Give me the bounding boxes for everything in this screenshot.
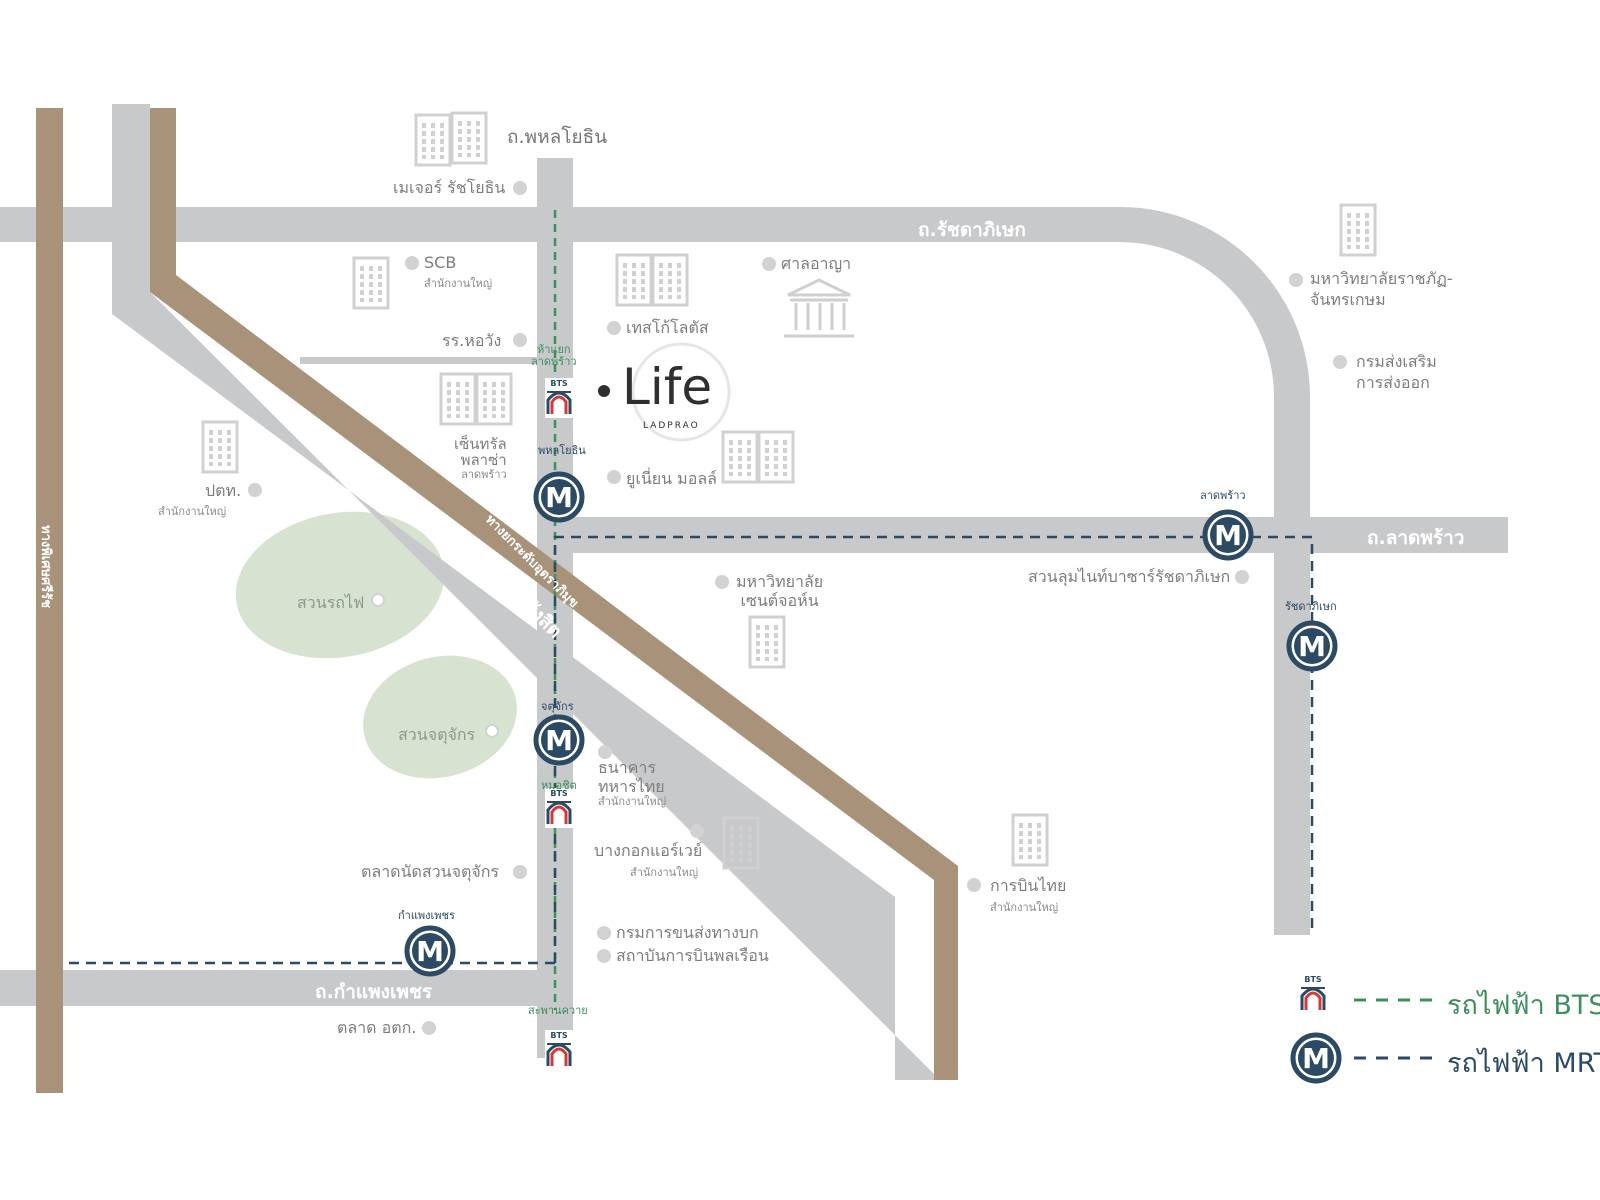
bts-ha-yaek-icon (543, 376, 575, 420)
station-mochit: หมอชิต (541, 779, 577, 792)
place-ptt-sub: สำนักงานใหญ่ (158, 505, 227, 518)
park-chatuchak-label: สวนจตุจักร (398, 725, 476, 744)
place-union: ยูเนี่ยน มอลล์ (626, 469, 717, 488)
place-csu-line1: มหาวิทยาลัย (736, 572, 824, 591)
place-jj-market: ตลาดนัดสวนจตุจักร (361, 862, 500, 881)
place-bangkok-air: บางกอกแอร์เวย์ (594, 841, 703, 860)
mrt-chatuchak-icon (536, 717, 582, 763)
place-central-line1: เซ็นทรัล (454, 435, 507, 453)
station-ha-yaek-line1: ห้าแยก (536, 343, 571, 356)
legend-bts-label: รถไฟฟ้า BTS (1447, 990, 1600, 1021)
place-aviation: สถาบันการบินพลเรือน (616, 946, 769, 965)
place-export-line1: กรมส่งเสริม (1356, 352, 1437, 371)
place-ort-market: ตลาด อตก. (337, 1018, 417, 1037)
park-rotfai-label: สวนรถไฟ (297, 593, 365, 612)
station-ladprao: ลาดพร้าว (1200, 489, 1246, 502)
road-label-ladprao: ถ.ลาดพร้าว (1367, 527, 1465, 549)
place-scb: SCB (424, 253, 457, 272)
station-phahon: พหลโยธิน (538, 444, 586, 457)
place-csu: มหาวิทยาลัย เซนต์จอห์น (736, 572, 824, 610)
place-central-line2: พลาซ่า (460, 450, 507, 469)
mrt-ladprao-icon (1205, 512, 1251, 558)
station-saphan-khwai: สะพานควาย (528, 1004, 588, 1017)
place-dots (248, 181, 1347, 1035)
place-thai-air: การบินไทย (990, 876, 1067, 895)
mrt-phahon-icon (536, 474, 582, 520)
station-kamphaeng: กำแพงเพชร (398, 909, 455, 922)
place-lumpini: สวนลุมไนท์บาซาร์รัชดาภิเษก (1028, 567, 1231, 586)
bts-mochit-icon (543, 786, 575, 830)
road-label-kamphaengphet: ถ.กำแพงเพชร (315, 981, 433, 1003)
project-sub: LADPRAO (643, 421, 700, 431)
place-thai-air-sub: สำนักงานใหญ่ (990, 901, 1059, 914)
road-label-railway: ทางพิเศษศรีรัช (38, 525, 54, 608)
place-dlt: กรมการขนส่งทางบก (616, 923, 759, 942)
place-export-line2: การส่งออก (1356, 372, 1430, 392)
place-tmb-line2: ทหารไทย (598, 776, 665, 796)
place-central-line3: ลาดพร้าว (461, 467, 507, 481)
bts-saphan-khwai-icon (543, 1028, 575, 1072)
road-label-ratchadaphisek: ถ.รัชดาภิเษก (918, 219, 1026, 241)
project-dot (598, 385, 610, 397)
legend-mrt-label: รถไฟฟ้า MRT (1447, 1048, 1600, 1079)
place-scb-sub: สำนักงานใหญ่ (424, 277, 493, 290)
park-rotfai-area (235, 511, 445, 659)
place-rajabhat: มหาวิทยาลัยราชภัฏ- จันทรเกษม (1310, 269, 1453, 309)
road-label-phahonyothin: ถ.พหลโยธิน (507, 126, 608, 148)
place-ptt: ปตท. (205, 481, 242, 500)
place-court: ศาลอาญา (781, 254, 852, 273)
station-ha-yaek-line2: ลาดพร้าว (531, 354, 577, 368)
station-ratchada: รัชดาภิเษก (1285, 600, 1337, 613)
project-logo-circle (631, 342, 731, 442)
place-major: เมเจอร์ รัชโยธิน (393, 178, 506, 197)
park-chatuchak-area (363, 655, 517, 779)
court-icon (784, 278, 854, 338)
mrt-kamphaeng-icon (407, 928, 453, 974)
place-export: กรมส่งเสริม การส่งออก (1356, 352, 1437, 392)
project-name: Life (622, 358, 713, 416)
place-rajabhat-line2: จันทรเกษม (1310, 289, 1386, 309)
place-rajabhat-line1: มหาวิทยาลัยราชภัฏ- (1310, 269, 1453, 288)
mrt-ratchada-icon (1289, 623, 1335, 669)
legend-mrt-icon (1293, 1035, 1339, 1081)
place-school: รร.หอวัง (442, 331, 502, 350)
station-chatuchak: จตุจักร (541, 700, 574, 713)
place-csu-line2: เซนต์จอห์น (740, 590, 819, 610)
park-dots (371, 593, 499, 738)
place-central: เซ็นทรัล พลาซ่า ลาดพร้าว (454, 435, 507, 481)
station-ha-yaek: ห้าแยก ลาดพร้าว (531, 344, 577, 367)
place-tmb: ธนาคาร ทหารไทย สำนักงานใหญ่ (598, 758, 667, 808)
legend-bts-icon (1297, 972, 1329, 1016)
place-tmb-sub: สำนักงานใหญ่ (598, 794, 667, 808)
place-lotus: เทสโก้โลตัส (626, 318, 709, 337)
place-tmb-line1: ธนาคาร (598, 758, 656, 777)
place-bangkok-air-sub: สำนักงานใหญ่ (630, 866, 699, 879)
